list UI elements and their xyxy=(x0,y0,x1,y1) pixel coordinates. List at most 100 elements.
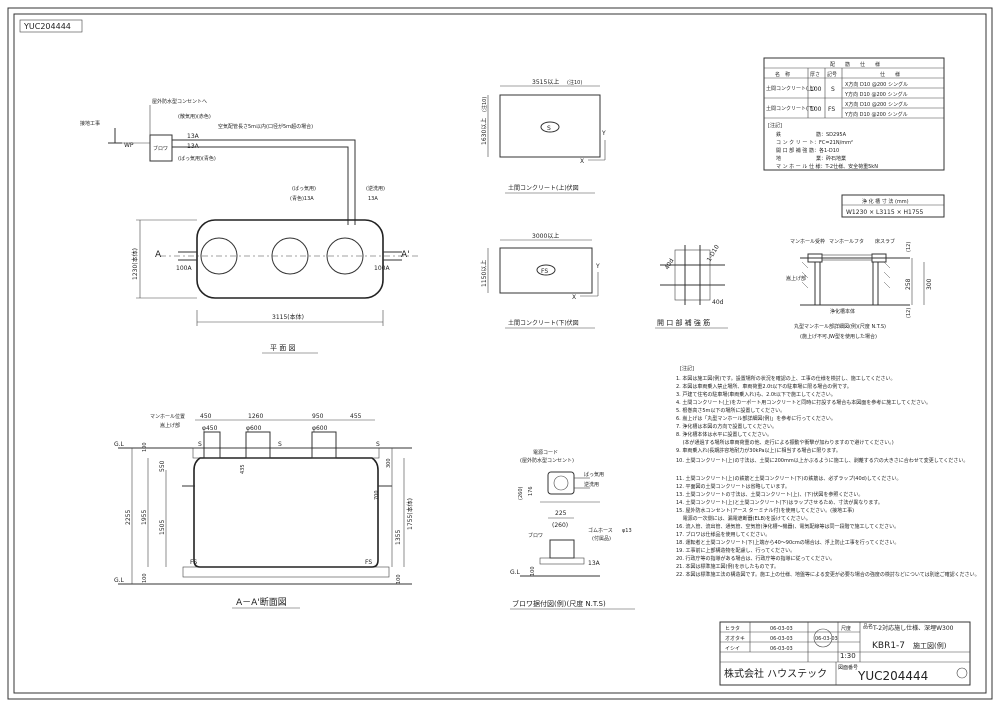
section-view: マンホール位置 嵩上げ部 G.L G.L S S S FS FS φ450 φ6… xyxy=(114,413,414,609)
spec-row-thick: 100 xyxy=(810,106,822,113)
manhole-label: 浄化槽本体 xyxy=(830,308,855,315)
section-label: 嵩上げ部 xyxy=(160,422,180,429)
outlet-size: 100A xyxy=(374,265,390,272)
note-item: 9. 車両乗入れ(長期許容地耐力が30kPa以上)に相当する場合に限ります。 xyxy=(676,447,841,454)
grounding-label: 接地工事 xyxy=(80,120,100,127)
manhole-label: 嵩上げ部 xyxy=(786,275,806,282)
spec-table-title: 配 筋 仕 様 xyxy=(830,61,880,68)
axis-y: Y xyxy=(595,263,600,270)
drawing-no-label: 図面番号 xyxy=(838,664,858,671)
manhole-dim: (12) xyxy=(906,308,912,318)
spec-row-sym: FS xyxy=(828,106,835,113)
manhole-detail-title: 丸型マンホール部詳細図(例)(尺度 N.T.S) xyxy=(794,323,886,330)
section-left-dim: 100 xyxy=(142,442,148,452)
blower-label: (屋外防水型コンセント) xyxy=(520,457,574,464)
upper-slab-width: 1630以上 xyxy=(480,118,488,145)
blower-label: ブロワ xyxy=(153,145,168,152)
axis-y: Y xyxy=(601,130,606,137)
lap-40d: 40d xyxy=(712,299,724,306)
model-name: KBR1-7 xyxy=(872,641,905,651)
section-left-dim: 1505 xyxy=(159,520,166,535)
spec-row-x: X方向 D10 @200 シングル xyxy=(845,81,908,88)
upper-slab-section xyxy=(192,447,380,459)
section-left-dim: 1955 xyxy=(141,510,148,525)
opening-rebar-detail: 1-D10 40d 40d 開 口 部 補 強 筋 xyxy=(655,244,728,329)
spec-note: マ ン ホ ー ル 仕 様：T-2仕様、安全荷重5kN xyxy=(776,163,878,170)
spec-row-name: 土間コンクリート(上) xyxy=(766,85,815,92)
drawing-type: 施工図(例) xyxy=(913,641,947,650)
return-13a-label: 13A xyxy=(368,196,378,202)
opening-rebar-title: 開 口 部 補 強 筋 xyxy=(657,318,710,327)
section-left-dim: 2255 xyxy=(125,510,132,525)
general-notes: [注記] 1. 本図は施工図(例)です。設置場所の状況を確認の上、工事の仕様を検… xyxy=(676,365,980,578)
upper-slab-rect xyxy=(499,94,601,158)
spec-row-y: Y方向 D10 @200 シングル xyxy=(844,91,908,98)
section-dia: φ600 xyxy=(312,425,328,432)
section-s: S xyxy=(278,441,282,448)
product-value: T-2対応施し仕様、深埋W300 xyxy=(872,624,954,632)
lower-slab-section xyxy=(182,566,390,578)
section-right-dim: 700 xyxy=(374,490,380,500)
wp-label: WP xyxy=(124,142,134,149)
lower-slab-width: 1150以上 xyxy=(480,260,488,287)
dimension-box xyxy=(841,194,945,218)
note-item: (本が通過する場所は車両荷重の他、走行による振動や衝撃が加わりますので避けてくだ… xyxy=(676,439,894,446)
section-right-dim: 300 xyxy=(386,458,392,468)
axis-x: X xyxy=(580,158,584,165)
title-role: オオタキ xyxy=(725,635,745,642)
outlet-label: 屋外防水型コンセントへ xyxy=(152,98,207,105)
blower-dim: (260) xyxy=(518,487,524,500)
note-item: 15. 屋外防水コンセント(アース ターミナル付)を使用してください。(接地工事… xyxy=(676,507,854,514)
manhole-label: マンホール受枠 xyxy=(790,238,825,245)
manhole-dim: 258 xyxy=(905,278,912,290)
manhole-dim: 300 xyxy=(926,278,933,290)
lower-slab-mark: FS xyxy=(541,268,548,275)
title-role: ヒラタ xyxy=(725,625,740,632)
rebar-spec-table: 配 筋 仕 様 名 称 厚さ 記号 仕 様 土間コンクリート(上) 100 S … xyxy=(763,57,945,218)
spec-row-x: X方向 D10 @200 シングル xyxy=(845,101,908,108)
manhole-detail-note: (施上げ不可.JW型を使用した場合) xyxy=(800,333,877,340)
scale-value: 1:30 xyxy=(840,652,856,660)
spec-row-name: 土間コンクリート(下) xyxy=(766,105,815,112)
note-item: 6. 嵩上げは「丸型マンホール部詳細図(例)」を参考に行ってください。 xyxy=(676,415,836,422)
stamp-box xyxy=(19,19,83,33)
lower-slab-plan: FS 3000以上 1150以上 X Y 土間コンクリート(下)伏図 xyxy=(480,232,600,329)
backwash-13a-label: (青色)13A xyxy=(290,195,314,202)
size-13a-label: 13A xyxy=(187,133,200,140)
riser-600 xyxy=(245,431,271,459)
section-top-dim: 1260 xyxy=(248,413,263,420)
section-view-title: A－A'断面図 xyxy=(236,596,287,608)
title-role: イシイ xyxy=(725,646,740,652)
projection-symbol xyxy=(956,667,968,679)
blower-label: ブロワ xyxy=(528,532,543,539)
note-item: 14. 土間コンクリート(上)と土間コンクリート(下)はラップさせるため、寸法が… xyxy=(676,499,883,506)
note-item: 1. 本図は施工図(例)です。設置場所の状況を確認の上、工事の仕様を検討し、施工… xyxy=(676,375,895,382)
plan-view: 接地工事 WP 屋外防水型コンセントへ ブロワ (散気用)(赤色) 空気配管長さ… xyxy=(80,98,420,354)
outer-border xyxy=(7,7,993,700)
manhole-dim: (12) xyxy=(906,242,912,252)
plan-width-dim: 3115(本体) xyxy=(272,313,304,321)
title-date: 06-03-03 xyxy=(770,646,793,652)
blower-detail-title: ブロワ据付図(例)(尺度 N.T.S) xyxy=(512,599,606,608)
section-top-dim: 450 xyxy=(200,413,212,420)
spec-note: 地 業：砕石地業 xyxy=(776,155,846,162)
spec-header: 厚さ xyxy=(810,71,820,78)
section-label: マンホール位置 xyxy=(150,413,185,420)
note-item: 4. 土間コンクリート(上)をカーポート用コンクリートと同時に打設する場合も本図… xyxy=(676,399,931,406)
section-s: S xyxy=(376,441,380,448)
note-item: 3. 戸建て住宅の駐車場(車両乗入れ)も、2.0t以下で施工してください。 xyxy=(676,391,836,398)
spec-row-sym: S xyxy=(831,86,835,93)
note-item: 21. 本図は標準施工図(例)を示したものです。 xyxy=(676,563,779,570)
blower-label: 逆洗用 xyxy=(584,481,599,488)
section-left-dim: 550 xyxy=(159,460,166,472)
blower-label: ばっ気用 xyxy=(584,471,604,478)
spec-note: 鉄 筋：SD295A xyxy=(776,131,847,138)
note-item: 19. 工事前に上部構造物を配慮し、行ってください。 xyxy=(676,547,795,554)
spec-note: 開 口 部 補 強 筋：各1-D10 xyxy=(776,147,839,154)
section-left-dim: 100 xyxy=(142,573,148,583)
note-item: 16. 流入管、流出管、通気管、空気管(浄化槽～機器)、電気配線等は同一段階で施… xyxy=(676,523,899,530)
lower-slab-length: 3000以上 xyxy=(532,232,559,240)
section-s: S xyxy=(198,441,202,448)
